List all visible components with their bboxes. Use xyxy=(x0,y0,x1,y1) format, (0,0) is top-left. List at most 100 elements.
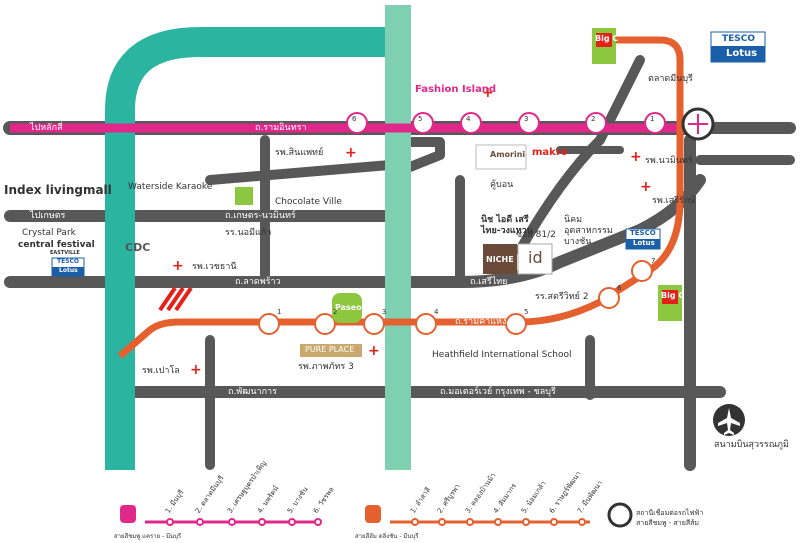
crystal-park-label: Crystal Park xyxy=(22,228,76,238)
makro-logo: makro xyxy=(532,147,568,158)
paseo-logo xyxy=(332,293,362,323)
bigc-top-text: Big C xyxy=(595,34,619,43)
tesco-left-line2: Lotus xyxy=(59,267,78,274)
heathfield-label: Heathfield International School xyxy=(432,350,572,360)
hospital-cross-icon: + xyxy=(172,258,184,274)
road-serithai: ถ.เสรีไทย xyxy=(470,277,508,287)
hospital-cross-icon: + xyxy=(190,362,202,378)
id-logo xyxy=(517,243,553,275)
pink-train-icon xyxy=(120,505,136,523)
tesco-top-line1: TESCO xyxy=(722,34,756,44)
small-green-logo xyxy=(235,187,253,205)
orange-stations xyxy=(258,260,653,335)
pink-station-2-label: 2 xyxy=(591,115,596,123)
hospital-serirak: รพ.เสรีรักษ์ xyxy=(652,196,696,206)
pink-stations xyxy=(346,112,666,134)
school-satri: รร.สตรีวิทย์ 2 xyxy=(535,292,589,302)
orange-station-7-label: 7 xyxy=(651,257,656,265)
soi-label: ซอย 81/2 xyxy=(516,230,556,240)
pink-station-5-label: 5 xyxy=(418,115,423,123)
orange-station-4-label: 4 xyxy=(434,308,439,316)
pure-place-logo xyxy=(300,344,362,357)
school-norkaew: รร.นอมีแก้ว xyxy=(225,228,272,238)
hospital-cross-icon: + xyxy=(640,179,652,195)
amorini-text: Amorini xyxy=(490,150,526,159)
pink-station-6 xyxy=(346,112,368,134)
pink-station-2 xyxy=(585,112,607,134)
road-ramintra: ถ.รามอินทรา xyxy=(255,123,307,133)
hospital-pt3: รพ.ภาพภัทร 3 xyxy=(298,362,354,372)
pink-station-4 xyxy=(460,112,482,134)
hospital-paolo: รพ.เปาโล xyxy=(142,366,180,376)
central-festival-sub: EASTVILLE xyxy=(50,250,80,256)
road-to-kaset: ไปเกษตร xyxy=(30,211,66,221)
orange-station-2-label: 2 xyxy=(333,308,338,316)
orange-station-3-label: 3 xyxy=(382,308,387,316)
legend-interchange-sub: สายสีชมพู - สายสีส้ม xyxy=(636,519,699,527)
niche-text: NICHE xyxy=(486,255,514,264)
tesco-mid-line2: Lotus xyxy=(633,239,655,247)
hospital-vejthani: รพ.เวชธานี xyxy=(192,262,237,272)
orange-station-7 xyxy=(631,260,653,282)
hospital-synphat: รพ.สินแพทย์ xyxy=(275,148,324,158)
amorini-logo xyxy=(475,144,527,170)
tesco-left-line1: TESCO xyxy=(57,258,80,265)
legend-orange-line-name: สายสีส้ม ตลิ่งชัน - มีนบุรี xyxy=(355,533,419,540)
niche-id-title: นิช ไอดี เสรีไทย-วงแหวน xyxy=(481,215,533,236)
pink-station-5 xyxy=(412,112,434,134)
market-label: ตลาดมีนบุรี xyxy=(648,74,693,84)
orange-station-4 xyxy=(415,313,437,335)
cdc-logo: CDC xyxy=(125,241,151,254)
road-to-laksi: ไปหลักสี่ xyxy=(30,123,63,133)
road-kaset-nawamin: ถ.เกษตร-นวมินทร์ xyxy=(225,211,296,221)
orange-station-1 xyxy=(258,313,280,335)
legend-interchange-label: สถานีเชื่อมต่อรถไฟฟ้า xyxy=(636,509,704,517)
legend-pink-line-name: สายสีชมพู แคราย - มีนบุรี xyxy=(114,533,182,540)
orange-line xyxy=(117,36,684,359)
orange-station-5 xyxy=(505,313,527,335)
legend-orange-dots xyxy=(411,518,586,526)
road-motorway: ถ.มอเตอร์เวย์ กรุงเทพ - ชลบุรี xyxy=(440,387,556,397)
orange-station-3 xyxy=(363,313,385,335)
chocolate-ville-label: Chocolate Ville xyxy=(275,197,342,207)
pink-station-3-label: 3 xyxy=(524,115,529,123)
pink-station-4-label: 4 xyxy=(466,115,471,123)
orange-station-6 xyxy=(598,287,620,309)
khubon-label: คู้บอน xyxy=(490,180,514,190)
road-lat-phrao: ถ.ลาดพร้าว xyxy=(235,277,281,287)
bigc-right-text: Big C xyxy=(661,291,685,300)
expressway-left xyxy=(105,27,395,470)
hospital-cross-icon: + xyxy=(345,145,357,161)
hospital-cross-icon: + xyxy=(630,149,642,165)
industrial-estate-label: นิคมอุตสาหกรรมบางชัน xyxy=(564,215,613,247)
pure-place-text: PURE PLACE xyxy=(305,345,355,354)
paseo-text: Paseo xyxy=(335,303,362,312)
pink-station-1-label: 1 xyxy=(650,115,655,123)
stripe-logo xyxy=(158,286,193,312)
tesco-top-line2: Lotus xyxy=(726,48,758,59)
tesco-mid-line1: TESCO xyxy=(630,229,656,237)
hospital-cross-icon: + xyxy=(368,343,380,359)
road-phatthanakan: ถ.พัฒนาการ xyxy=(228,387,277,397)
fashion-island-logo: Fashion Island xyxy=(415,84,497,95)
legend-pink-dots xyxy=(166,518,322,526)
niche-logo xyxy=(483,244,517,274)
id-text: id xyxy=(528,248,543,267)
orange-station-1-label: 1 xyxy=(277,308,282,316)
pink-station-3 xyxy=(518,112,540,134)
orange-station-6-label: 6 xyxy=(617,284,622,292)
orange-station-5-label: 5 xyxy=(524,308,529,316)
hospital-ramintra: รพ.นวมินทร์ xyxy=(645,156,693,166)
waterside-karaoke-label: Waterside Karaoke xyxy=(128,182,213,192)
orange-station-2 xyxy=(314,313,336,335)
index-living-mall-logo: Index livingmall xyxy=(4,183,112,197)
road-ramkhamhaeng: ถ.รามคำแหง xyxy=(455,317,507,327)
pink-station-1 xyxy=(644,112,666,134)
interchange-legend-icon xyxy=(607,502,633,528)
orange-train-icon xyxy=(365,505,381,523)
hospital-cross-icon: + xyxy=(482,85,494,101)
central-festival-logo: central festival xyxy=(18,240,95,250)
suvarnabhumi-label: สนามบินสุวรรณภูมิ xyxy=(714,440,789,450)
pink-station-6-label: 6 xyxy=(352,115,357,123)
